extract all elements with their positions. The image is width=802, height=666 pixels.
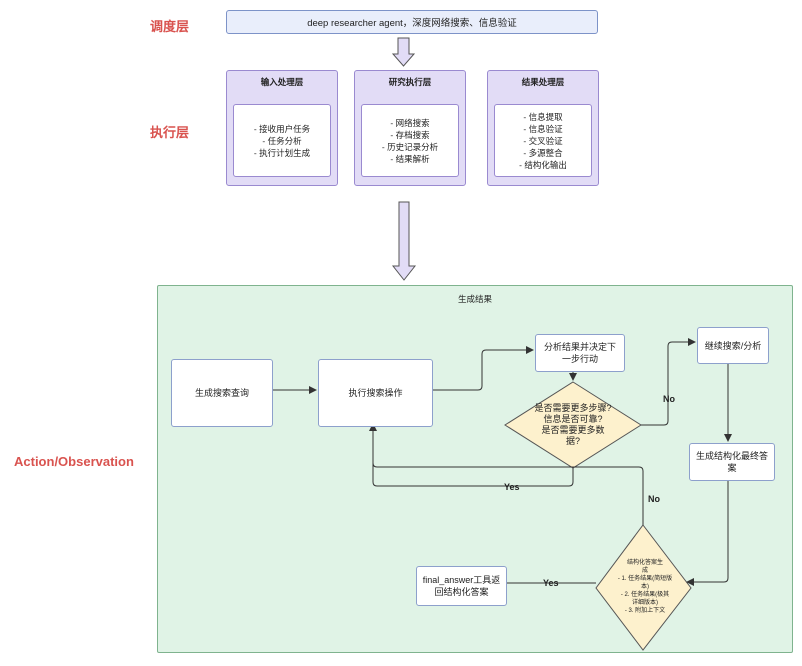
node-continue-search: 继续搜索/分析 [697, 327, 769, 364]
panel-title: 输入处理层 [260, 77, 304, 87]
panel-item: - 历史记录分析 [381, 141, 439, 152]
decision-line: 据? [565, 436, 580, 446]
panel-research-execution: 研究执行层 - 网络搜索 - 存档搜索 - 历史记录分析 - 结果解析 [354, 70, 466, 186]
panel-item: - 执行计划生成 [253, 147, 311, 158]
node-text: 生成搜索查询 [194, 388, 249, 398]
node-analyze-result: 分析结果并决定下一步行动 [535, 334, 625, 372]
decision-line: 是否需要更多步骤? [534, 403, 612, 413]
panel-body: - 接收用户任务 - 任务分析 - 执行计划生成 [233, 104, 331, 177]
panel-item: - 结构化输出 [519, 159, 567, 170]
decision-line: 详细版本) [632, 600, 658, 606]
big-arrow-down-2 [391, 201, 417, 281]
flow-title: 生成结果 [457, 294, 492, 304]
label-action-observation: Action/Observation [14, 454, 134, 469]
decision-line: 信息是否可靠? [543, 414, 603, 424]
decision-line: 结构化答案生 [626, 560, 663, 566]
node-text: final_answer工具返回结构化答案 [422, 575, 501, 597]
node-final-answer-tool: final_answer工具返回结构化答案 [416, 566, 507, 606]
node-text: 生成结构化最终答案 [695, 451, 768, 473]
decision-line: 是否需要更多数 [541, 425, 605, 435]
big-arrow-down-1 [391, 37, 416, 67]
panel-body: - 网络搜索 - 存档搜索 - 历史记录分析 - 结果解析 [361, 104, 459, 177]
panel-item: - 信息验证 [523, 123, 563, 134]
node-generate-final-answer: 生成结构化最终答案 [689, 443, 775, 481]
decision-line: - 3. 附加上下文 [624, 608, 666, 614]
panel-item: - 多源整合 [523, 147, 563, 158]
panel-result-processing: 结果处理层 - 信息提取 - 信息验证 - 交叉验证 - 多源整合 - 结构化输… [487, 70, 599, 186]
edge-label-yes-final: Yes [543, 578, 559, 588]
panel-title: 结果处理层 [521, 77, 565, 87]
panel-item: - 交叉验证 [523, 135, 563, 146]
decision-line: - 1. 任务结果(简短版 [617, 576, 673, 582]
decision-1-text: 是否需要更多步骤? 信息是否可靠? 是否需要更多数 据? [523, 402, 623, 448]
label-dispatch-layer: 调度层 [150, 19, 190, 34]
panel-item: - 网络搜索 [390, 117, 430, 128]
node-generate-query: 生成搜索查询 [171, 359, 273, 427]
panel-input-processing: 输入处理层 - 接收用户任务 - 任务分析 - 执行计划生成 [226, 70, 338, 186]
decision-line: - 2. 任务结果(极其 [620, 592, 670, 598]
edge-label-no-back: No [648, 494, 660, 504]
node-text: 分析结果并决定下一步行动 [543, 342, 616, 364]
panel-item: - 任务分析 [262, 135, 302, 146]
decision-2-text: 结构化答案生 成 - 1. 任务结果(简短版 本) - 2. 任务结果(极其 详… [610, 552, 680, 622]
edge-label-no-continue: No [663, 394, 675, 404]
node-execute-search: 执行搜索操作 [318, 359, 433, 427]
node-text: 继续搜索/分析 [704, 340, 762, 351]
decision-line: 成 [641, 568, 648, 574]
panel-item: - 结果解析 [390, 153, 430, 164]
dispatch-box: deep researcher agent，深度网络搜索、信息验证 [226, 10, 598, 34]
panel-item: - 信息提取 [523, 111, 563, 122]
node-text: 执行搜索操作 [348, 388, 403, 398]
panel-body: - 信息提取 - 信息验证 - 交叉验证 - 多源整合 - 结构化输出 [494, 104, 592, 177]
decision-line: 本) [641, 584, 649, 590]
panel-item: - 接收用户任务 [253, 123, 311, 134]
edge-label-yes-loop: Yes [504, 482, 520, 492]
panel-item: - 存档搜索 [390, 129, 430, 140]
dispatch-box-text: deep researcher agent，深度网络搜索、信息验证 [307, 18, 517, 29]
label-execution-layer: 执行层 [150, 125, 190, 140]
panel-title: 研究执行层 [388, 77, 432, 87]
